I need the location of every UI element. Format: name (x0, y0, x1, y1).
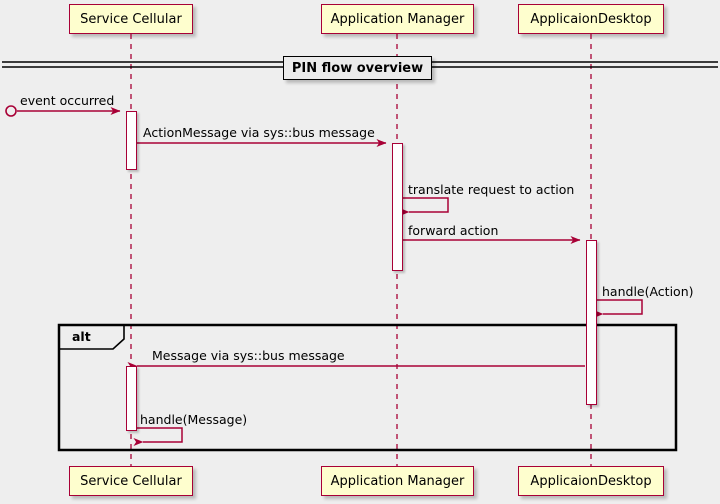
participant-head-application-manager[interactable]: Application Manager (321, 4, 474, 34)
label-translate-request: translate request to action (408, 182, 575, 197)
participant-foot-service-cellular-label: Service Cellular (80, 473, 182, 489)
participant-foot-service-cellular[interactable]: Service Cellular (69, 466, 193, 496)
participant-head-application-manager-label: Application Manager (330, 11, 465, 27)
activation-service-cellular-2 (126, 366, 137, 431)
participant-head-applicaion-desktop[interactable]: ApplicaionDesktop (518, 4, 664, 34)
found-message-start-circle (5, 105, 17, 117)
divider-rules (2, 61, 718, 68)
participant-foot-application-manager[interactable]: Application Manager (321, 466, 474, 496)
label-forward-action: forward action (408, 223, 499, 238)
participant-foot-application-manager-label: Application Manager (330, 473, 465, 489)
activation-application-manager-1 (392, 143, 403, 271)
divider-label: PIN flow overview (291, 60, 424, 76)
label-event-occurred: event occurred (20, 93, 115, 108)
participant-foot-applicaion-desktop[interactable]: ApplicaionDesktop (518, 466, 664, 496)
alt-fragment-operator-label: alt (72, 329, 91, 344)
participant-head-service-cellular[interactable]: Service Cellular (69, 4, 193, 34)
activation-service-cellular-1 (126, 111, 137, 170)
label-handle-action: handle(Action) (602, 284, 694, 299)
label-handle-message: handle(Message) (140, 412, 248, 427)
arrow-translate-request (399, 197, 449, 216)
divider-pin-flow-overview: PIN flow overview (283, 56, 432, 80)
alt-fragment-frame (57, 323, 678, 452)
participant-foot-applicaion-desktop-label: ApplicaionDesktop (530, 473, 652, 489)
label-action-message: ActionMessage via sys::bus message (143, 125, 375, 140)
participant-head-service-cellular-label: Service Cellular (80, 11, 182, 27)
arrow-handle-action (593, 299, 643, 318)
activation-applicaion-desktop-1 (586, 240, 597, 405)
arrow-handle-message (133, 427, 183, 446)
label-message-via-bus: Message via sys::bus message (152, 348, 345, 363)
participant-head-applicaion-desktop-label: ApplicaionDesktop (530, 11, 652, 27)
